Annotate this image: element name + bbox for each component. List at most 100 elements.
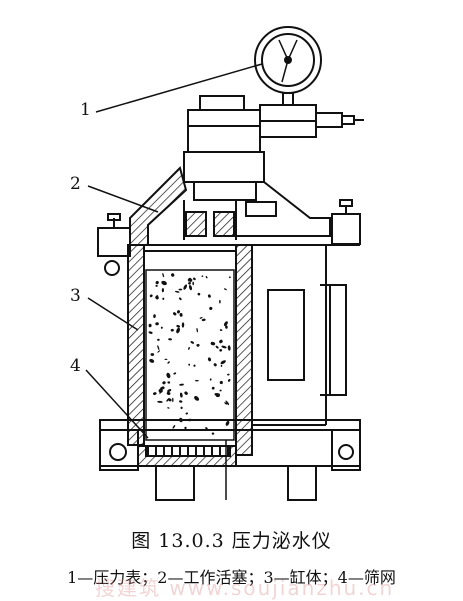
aggregate-dot [193, 277, 196, 281]
aggregate-dot [168, 338, 172, 341]
aggregate-dot [215, 345, 219, 349]
aggregate-dot [166, 397, 170, 402]
aggregate-dot [188, 346, 190, 350]
base [99, 419, 361, 501]
label-3: 3 [70, 286, 81, 306]
aggregate-dot [196, 328, 198, 333]
aggregate-dot [220, 360, 226, 365]
leader-line-3 [87, 297, 139, 331]
aggregate-dot [153, 314, 156, 318]
aggregate-dot [220, 364, 223, 367]
aggregate-dot [164, 358, 168, 361]
aggregate-dot [161, 288, 165, 293]
aggregate-dot [188, 281, 191, 285]
aggregate-dot [180, 406, 183, 409]
watermark: 搜建筑 www.soujianzhu.cn [95, 576, 395, 600]
leader-line-1 [95, 63, 263, 113]
aggregate-dot [148, 323, 152, 328]
aggregate-dot [219, 348, 223, 352]
aggregate-dot [162, 297, 165, 300]
label-4: 4 [70, 356, 81, 376]
aggregate-dot [225, 325, 228, 329]
aggregate-dot [219, 380, 223, 385]
aggregate-dot [167, 407, 170, 409]
aggregate-dot [188, 284, 193, 291]
aggregate-dot [223, 321, 228, 326]
cover [129, 166, 331, 246]
aggregate-dot [170, 328, 174, 332]
aggregate-dot [184, 426, 187, 430]
pressure-bleeding-apparatus-drawing [85, 26, 364, 501]
aggregate-dot [157, 345, 160, 350]
aggregate-dot [219, 329, 223, 332]
pressure-gauge [254, 26, 364, 138]
aggregate-dot [157, 400, 163, 403]
aggregate-dot [196, 343, 200, 347]
aggregate-dot [167, 381, 171, 384]
aggregate-dot [172, 312, 177, 316]
aggregate-dot [153, 392, 157, 396]
aggregate-dot [227, 373, 230, 376]
aggregate-dot [201, 275, 204, 278]
aggregate-dot [213, 363, 217, 367]
aggregate-dot [199, 317, 203, 319]
aggregate-dot [214, 393, 220, 396]
aggregate-dot [179, 392, 183, 398]
aggregate-dot [157, 338, 160, 341]
aggregate-dot [193, 364, 196, 367]
aggregate-dot [192, 281, 195, 286]
aggregate-dot [194, 396, 200, 401]
aggregate-dot [172, 397, 174, 403]
aggregate-dot [181, 322, 185, 328]
aggregate-dot [225, 400, 230, 406]
aggregate-dot [166, 372, 171, 379]
aggregate-dot [158, 388, 163, 393]
aggregate-dot [156, 294, 159, 298]
aggregate-dot [207, 294, 211, 298]
aggregate-dot [179, 313, 183, 317]
aggregate-dot [195, 380, 199, 382]
aggregate-dot [171, 273, 175, 277]
aggregate-dot [149, 358, 155, 363]
aggregate-dot [185, 412, 189, 415]
aggregate-dot [211, 386, 215, 390]
aggregate-dot [149, 294, 153, 298]
leader-line-2 [87, 185, 159, 213]
aggregate-dot [219, 389, 222, 392]
aggregate-dot [228, 276, 231, 279]
sieve-mesh [145, 445, 231, 457]
aggregate-dot [148, 331, 153, 334]
aggregate-dot [155, 284, 158, 287]
aggregate-dot [225, 420, 230, 426]
aggregate-dot [209, 306, 213, 310]
aggregate-dot [162, 272, 165, 278]
aggregate-dot [219, 299, 221, 304]
aggregate-dot [174, 290, 180, 293]
aggregate-dot [160, 326, 163, 329]
figure-legend: 1—压力表；2—工作活塞；3—缸体；4—筛网 [67, 568, 396, 587]
aggregate-dot [173, 372, 177, 375]
aggregate-dot [178, 288, 183, 291]
aggregate-dot [155, 280, 159, 285]
aggregate-dot [183, 284, 188, 290]
aggregate-dot [207, 357, 212, 362]
leader-line-4 [85, 369, 149, 439]
aggregate-dots [148, 272, 231, 435]
aggregate-dot [179, 400, 183, 403]
aggregate-dot [176, 324, 181, 328]
aggregate-dot [211, 432, 215, 435]
aggregate-dot [179, 383, 184, 386]
aggregate-dot [205, 426, 209, 431]
aggregate-dot [178, 297, 182, 301]
aggregate-dot [188, 363, 191, 366]
aggregate-dot [190, 341, 195, 344]
aggregate-dot [150, 353, 155, 356]
aggregate-dot [209, 378, 212, 381]
cylinder-body [127, 244, 347, 456]
aggregate-dot [155, 322, 159, 326]
figure-caption: 图 13.0.3 压力泌水仪 [131, 530, 332, 552]
aggregate-dot [179, 417, 183, 423]
aggregate-dot [187, 277, 192, 282]
concrete-specimen [145, 269, 235, 441]
aggregate-dot [224, 402, 228, 405]
